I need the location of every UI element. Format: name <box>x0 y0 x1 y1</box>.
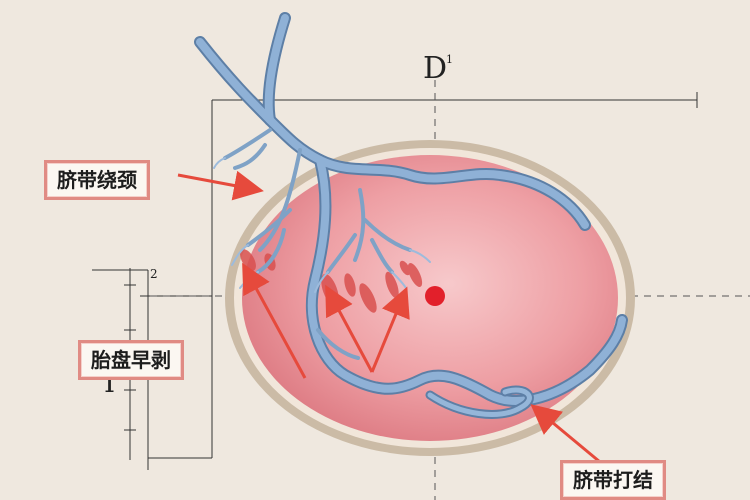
callout-text: 脐带打结 <box>573 468 653 492</box>
center-dot <box>425 286 445 306</box>
cord-branch <box>233 143 267 170</box>
cord-trunk-inner <box>264 14 289 124</box>
cord-branch <box>258 148 302 252</box>
callout-text: 脐带绕颈 <box>57 168 137 192</box>
abruption-patch <box>399 260 411 276</box>
abruption-pointer-right <box>370 286 410 373</box>
dimension-label-top: D <box>423 51 447 86</box>
cord-main-inner <box>307 156 626 405</box>
callout-cord-around-neck: 脐带绕颈 <box>44 160 150 200</box>
cord-twig <box>213 157 226 169</box>
callout-placental-abruption: 胎盘早剥 <box>78 340 184 380</box>
callout-text: 胎盘早剥 <box>91 348 171 372</box>
cord-knot-fill <box>427 387 532 417</box>
cord-branch <box>353 188 366 262</box>
cord-branch <box>223 128 272 160</box>
cord-twig <box>409 249 431 263</box>
cord-twig <box>314 271 329 293</box>
dimension-label-left-small: 2 <box>150 267 158 281</box>
cord-branch <box>363 218 412 252</box>
dimension-label-left: I <box>104 366 115 399</box>
cord-knot-pointer <box>530 404 601 464</box>
cord-twig <box>231 244 249 266</box>
cord-branch <box>316 328 360 360</box>
callout-cord-knot: 脐带打结 <box>560 460 666 500</box>
abruption-patch <box>359 283 377 313</box>
abruption-patch <box>407 263 423 287</box>
cord-branch <box>246 208 292 247</box>
cord-branch <box>326 233 357 274</box>
cord-neck-pointer <box>177 170 264 201</box>
pointer-arrows <box>177 170 601 464</box>
cord-branch <box>370 238 394 274</box>
umbilical-cord <box>194 12 628 419</box>
dimension-label-top-sup: 1 <box>446 53 453 66</box>
abruption-pointer-mid <box>325 284 374 373</box>
abruption-pointer-left <box>242 262 307 379</box>
cord-loop-inner <box>316 156 589 229</box>
